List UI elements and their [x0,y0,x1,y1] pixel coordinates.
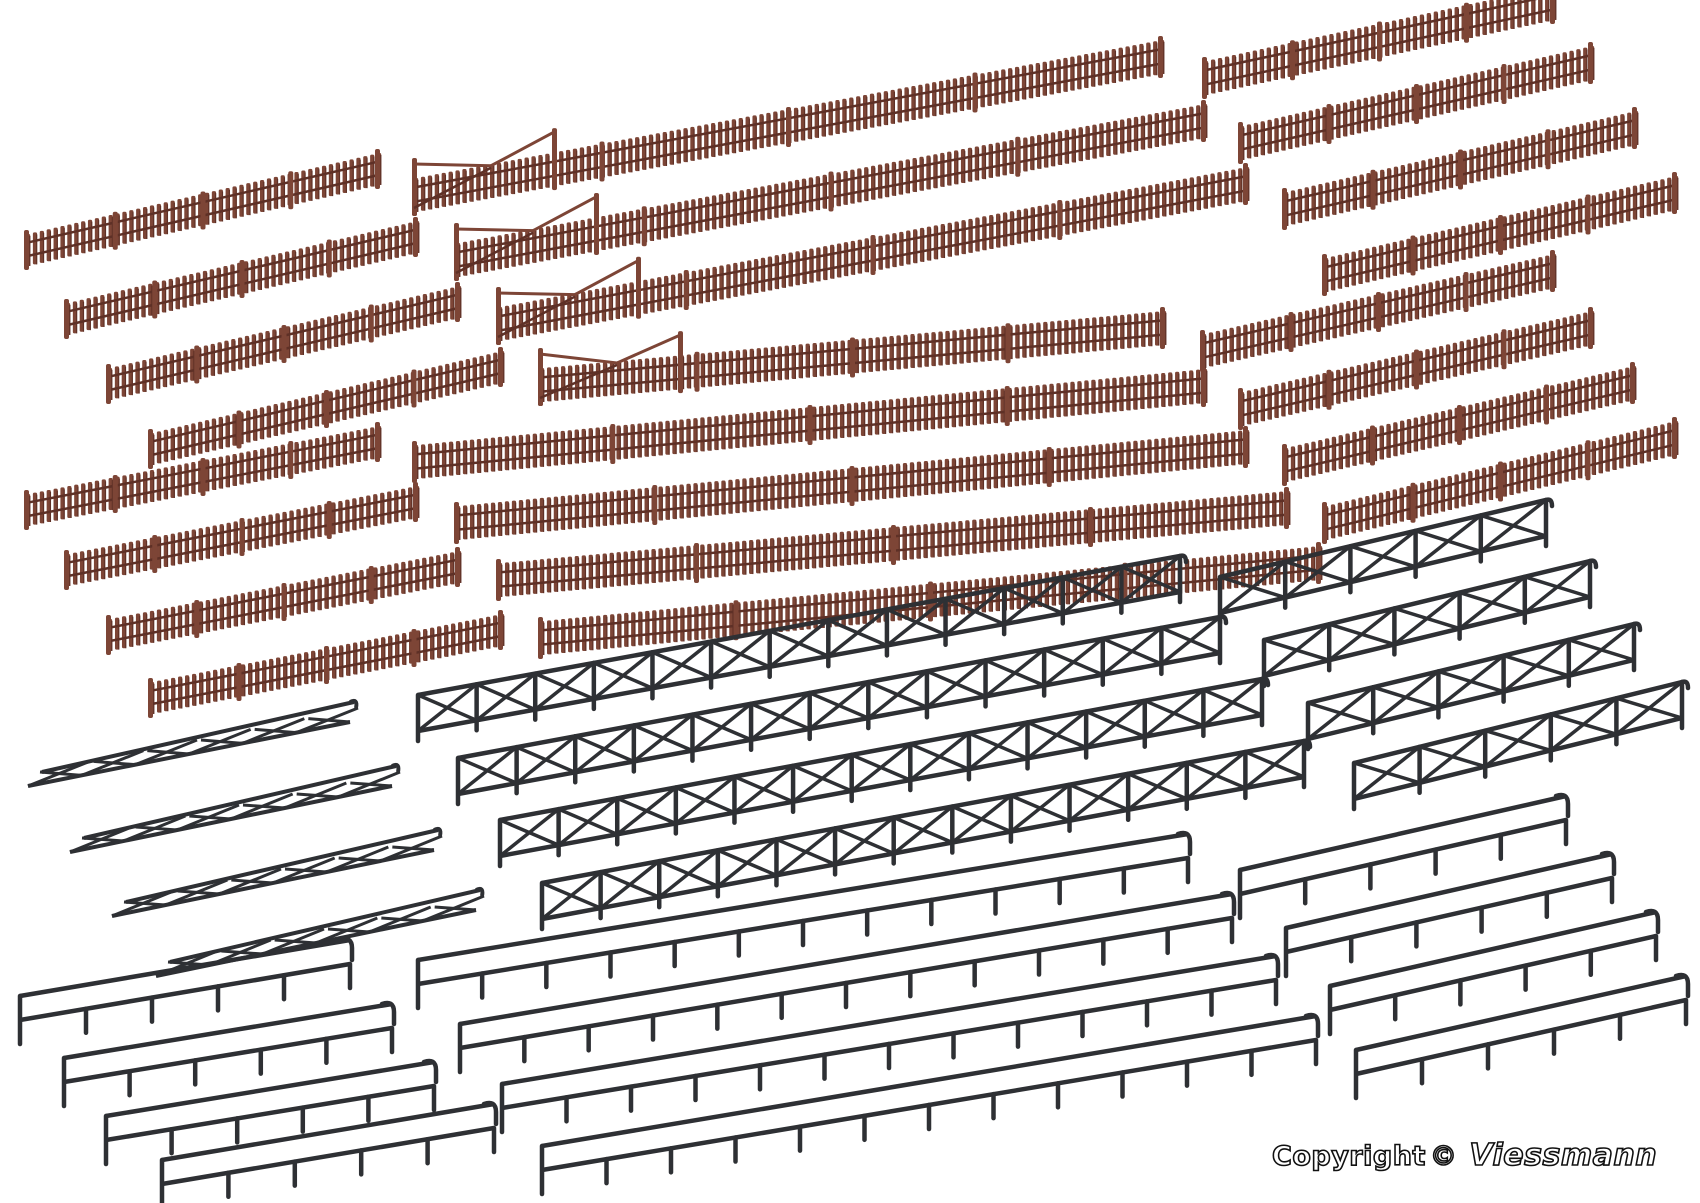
x-brace-fence-center-3 [497,676,1271,869]
picket-fence-center-3 [496,163,1250,345]
picket-fence-left-4 [148,347,505,469]
picket-fence-right-8 [1322,417,1679,544]
lattice-fence-left-1 [27,698,359,788]
rail-fence-right-2 [1283,850,1617,979]
picket-fence-left-3 [106,282,462,404]
picket-fence-right-7 [1282,362,1637,486]
picket-fence-left-6 [64,482,420,590]
picket-fence-right-6 [1238,307,1595,430]
lattice-fence-left-3 [111,826,443,918]
x-brace-fence-center-4 [539,738,1313,932]
picket-fence-center-1 [412,36,1165,216]
copyright-watermark: Copyright© Viessmann [1271,1137,1658,1174]
picket-fence-right-4 [1322,172,1679,296]
rail-fence-center-1 [415,830,1193,1011]
rail-fence-right-1 [1237,792,1571,921]
picket-fence-center-7 [496,487,1291,601]
lattice-fence-left-4 [155,886,485,978]
x-brace-fence-center-2 [455,614,1229,807]
brand-logo-text: Viessmann [1469,1137,1658,1174]
picket-fence-right-2 [1238,42,1595,164]
picket-fence-left-7 [106,547,462,655]
picket-fence-center-4 [538,307,1167,406]
rail-fence-left-4 [159,1100,499,1203]
picket-fence-left-2 [64,217,420,339]
rail-fence-left-1 [17,936,355,1047]
picket-fence-center-5 [412,365,1208,483]
x-brace-fence-right-1 [1217,497,1555,626]
rail-fence-center-4 [539,1012,1321,1197]
picket-fence-right-5 [1200,250,1557,372]
rail-fence-left-2 [61,1000,397,1109]
x-brace-fence-center-1 [415,553,1189,744]
x-brace-fence-right-2 [1261,558,1599,689]
picket-fence-left-5 [24,422,382,530]
rail-fence-center-3 [499,952,1281,1135]
lattice-fence-left-2 [69,762,401,854]
picket-fence-right-3 [1282,107,1639,230]
x-brace-fence-right-4 [1351,679,1691,812]
rail-fence-left-3 [103,1058,439,1167]
rail-fence-center-2 [457,890,1237,1075]
rail-fence-right-3 [1327,908,1661,1037]
picket-fence-center-6 [454,426,1250,544]
picket-fence-center-2 [454,100,1208,281]
copyright-symbol: © [1429,1140,1458,1173]
x-brace-fence-right-3 [1305,621,1643,752]
picket-fence-left-8 [148,610,505,718]
rail-fence-right-4 [1353,972,1691,1101]
picket-fence-right-1 [1202,0,1557,99]
picket-fence-left-1 [24,149,382,270]
copyright-label: Copyright [1271,1140,1426,1173]
